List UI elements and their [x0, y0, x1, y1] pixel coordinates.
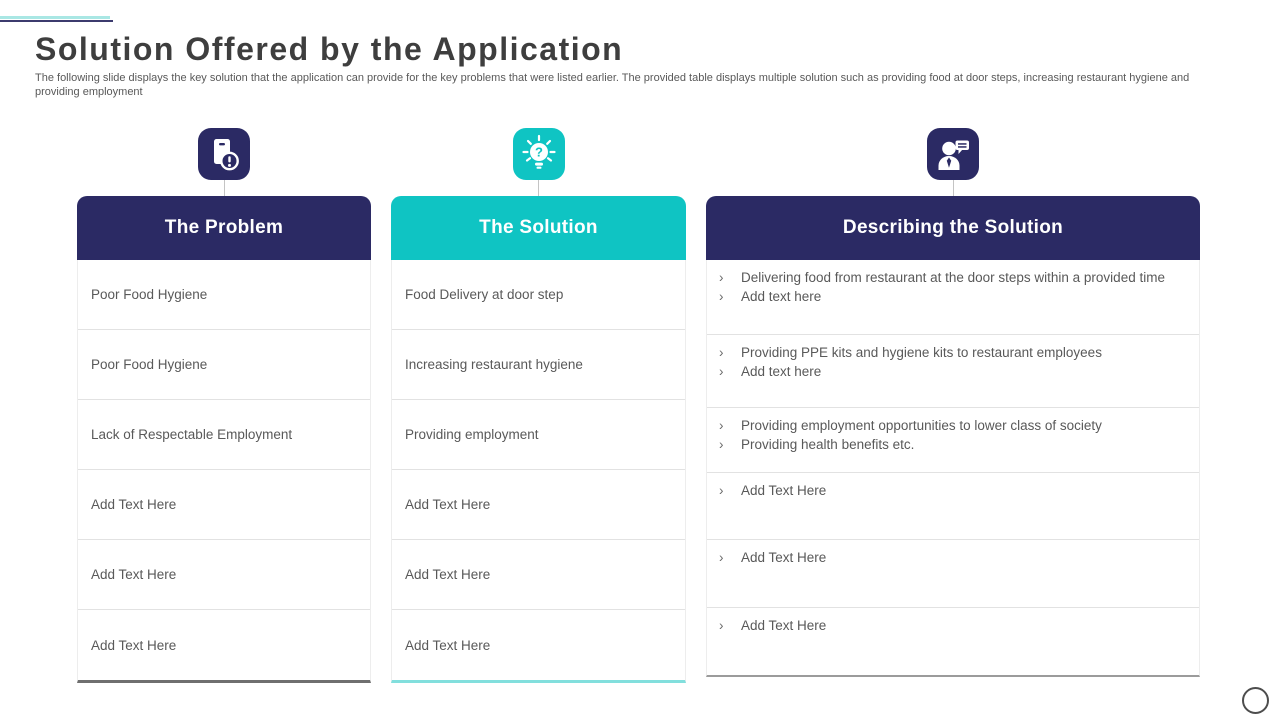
connector-line	[223, 180, 225, 196]
bullet-text: Providing health benefits etc.	[741, 437, 915, 452]
bullet-text: Delivering food from restaurant at the d…	[741, 270, 1165, 285]
person-speech-icon	[927, 128, 979, 180]
column-solution: ? The Solution Food Delivery at door ste…	[391, 128, 686, 683]
table-row: › Providing employment opportunities to …	[707, 408, 1199, 473]
bullet-item: › Providing employment opportunities to …	[719, 416, 1185, 435]
cell-text: Food Delivery at door step	[405, 287, 564, 302]
bullet-text: Add Text Here	[741, 550, 827, 565]
svg-text:?: ?	[535, 145, 543, 160]
cell-text: Increasing restaurant hygiene	[405, 357, 583, 372]
table-row: Providing employment	[392, 400, 685, 470]
chevron-bullet-icon: ›	[719, 550, 724, 565]
column-problem: The Problem Poor Food Hygiene Poor Food …	[77, 128, 371, 683]
cell-text: Add Text Here	[91, 497, 177, 512]
bullet-item: › Add Text Here	[719, 481, 1185, 500]
bullet-item: › Add text here	[719, 362, 1185, 381]
column-describing: Describing the Solution › Delivering foo…	[706, 128, 1200, 677]
chevron-bullet-icon: ›	[719, 618, 724, 633]
bullet-item: › Add text here	[719, 287, 1185, 306]
bullet-item: › Add Text Here	[719, 548, 1185, 567]
table-row: Poor Food Hygiene	[78, 260, 370, 330]
cell-text: Add Text Here	[91, 567, 177, 582]
cell-text: Poor Food Hygiene	[91, 287, 208, 302]
table-row: Add Text Here	[78, 540, 370, 610]
bullet-item: › Providing health benefits etc.	[719, 435, 1185, 454]
page-subtitle: The following slide displays the key sol…	[35, 72, 1190, 98]
chevron-bullet-icon: ›	[719, 437, 724, 452]
bullet-text: Add text here	[741, 289, 822, 304]
bullet-text: Add text here	[741, 364, 822, 379]
table-body-describing: › Delivering food from restaurant at the…	[706, 260, 1200, 677]
document-alert-icon	[198, 128, 250, 180]
chevron-bullet-icon: ›	[719, 418, 724, 433]
corner-circle	[1242, 687, 1269, 714]
cell-text: Add Text Here	[405, 567, 491, 582]
chevron-bullet-icon: ›	[719, 270, 724, 285]
table-row: › Add Text Here	[707, 608, 1199, 675]
table-row: › Delivering food from restaurant at the…	[707, 260, 1199, 335]
table-row: › Providing PPE kits and hygiene kits to…	[707, 335, 1199, 408]
page-title: Solution Offered by the Application	[35, 31, 624, 67]
cell-text: Poor Food Hygiene	[91, 357, 208, 372]
connector-line	[538, 180, 539, 196]
table-row: Add Text Here	[392, 470, 685, 540]
cell-text: Add Text Here	[405, 497, 491, 512]
lightbulb-question-icon: ?	[512, 128, 565, 180]
table-row: › Add Text Here	[707, 473, 1199, 540]
column-header-problem: The Problem	[77, 196, 371, 260]
corner-accent-line-dark	[0, 20, 113, 22]
table-row: › Add Text Here	[707, 540, 1199, 608]
chevron-bullet-icon: ›	[719, 483, 724, 498]
chevron-bullet-icon: ›	[719, 289, 724, 304]
cell-text: Providing employment	[405, 427, 539, 442]
table-row: Add Text Here	[392, 610, 685, 680]
table-body-problem: Poor Food Hygiene Poor Food Hygiene Lack…	[77, 260, 371, 683]
bullet-text: Add Text Here	[741, 618, 827, 633]
table-row: Add Text Here	[392, 540, 685, 610]
bullet-text: Providing employment opportunities to lo…	[741, 418, 1102, 433]
bullet-item: › Add Text Here	[719, 616, 1185, 635]
bullet-text: Providing PPE kits and hygiene kits to r…	[741, 345, 1102, 360]
table-row: Poor Food Hygiene	[78, 330, 370, 400]
table-row: Add Text Here	[78, 610, 370, 680]
table-body-solution: Food Delivery at door step Increasing re…	[391, 260, 686, 683]
table-row: Increasing restaurant hygiene	[392, 330, 685, 400]
chevron-bullet-icon: ›	[719, 345, 724, 360]
column-header-describing: Describing the Solution	[706, 196, 1200, 260]
bullet-text: Add Text Here	[741, 483, 827, 498]
table-row: Lack of Respectable Employment	[78, 400, 370, 470]
cell-text: Lack of Respectable Employment	[91, 427, 293, 442]
table-row: Add Text Here	[78, 470, 370, 540]
column-header-solution: The Solution	[391, 196, 686, 260]
corner-accent-line-teal	[0, 16, 110, 19]
chevron-bullet-icon: ›	[719, 364, 724, 379]
cell-text: Add Text Here	[91, 637, 177, 653]
cell-text: Add Text Here	[405, 637, 491, 653]
bullet-item: › Providing PPE kits and hygiene kits to…	[719, 343, 1185, 362]
table-row: Food Delivery at door step	[392, 260, 685, 330]
connector-line	[952, 180, 954, 196]
bullet-item: › Delivering food from restaurant at the…	[719, 268, 1185, 287]
